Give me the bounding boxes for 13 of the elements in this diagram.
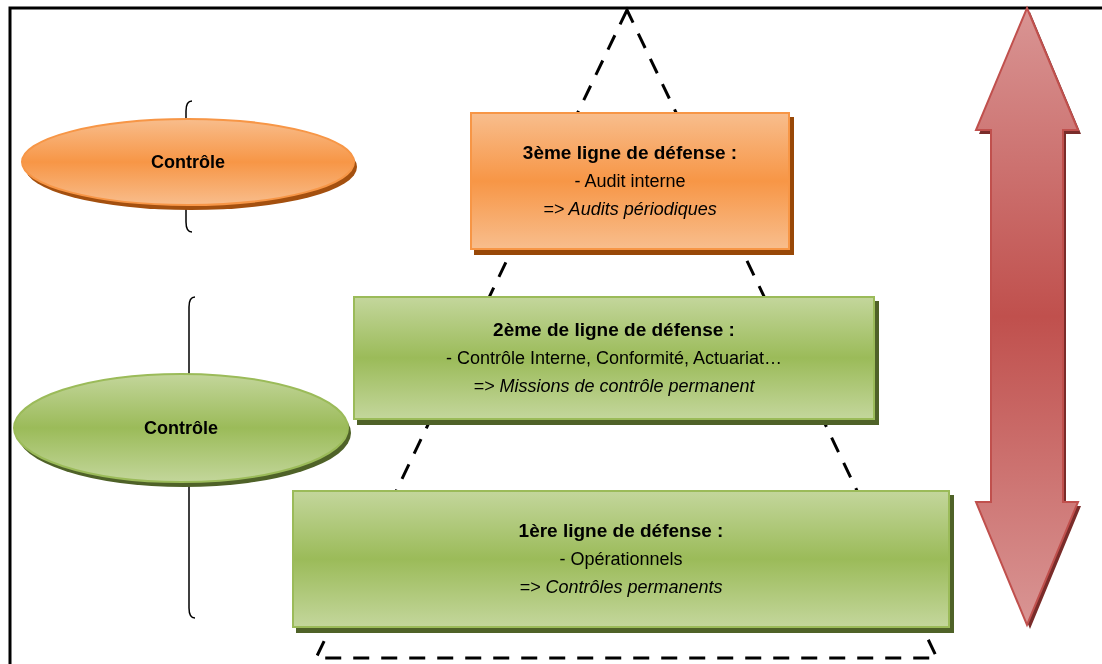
heading-text: 2ème de ligne de défense :: [493, 318, 735, 342]
heading-text: 1ère ligne de défense :: [518, 519, 724, 543]
note-text: => Audits périodiques: [543, 198, 717, 221]
body-text: - Audit interne: [574, 170, 686, 193]
label-text: Contrôle: [151, 151, 225, 174]
ellipse-label: [20, 117, 356, 207]
heading-text: 3ème ligne de défense :: [522, 141, 738, 165]
body-text: - Opérationnels: [559, 548, 683, 571]
label-text: Contrôle: [144, 417, 218, 440]
note-text: => Missions de contrôle permanent: [473, 375, 755, 398]
ellipse-label: [12, 372, 350, 484]
note-text: => Contrôles permanents: [519, 576, 723, 599]
body-text: - Contrôle Interne, Conformité, Actuariat…: [445, 347, 783, 370]
